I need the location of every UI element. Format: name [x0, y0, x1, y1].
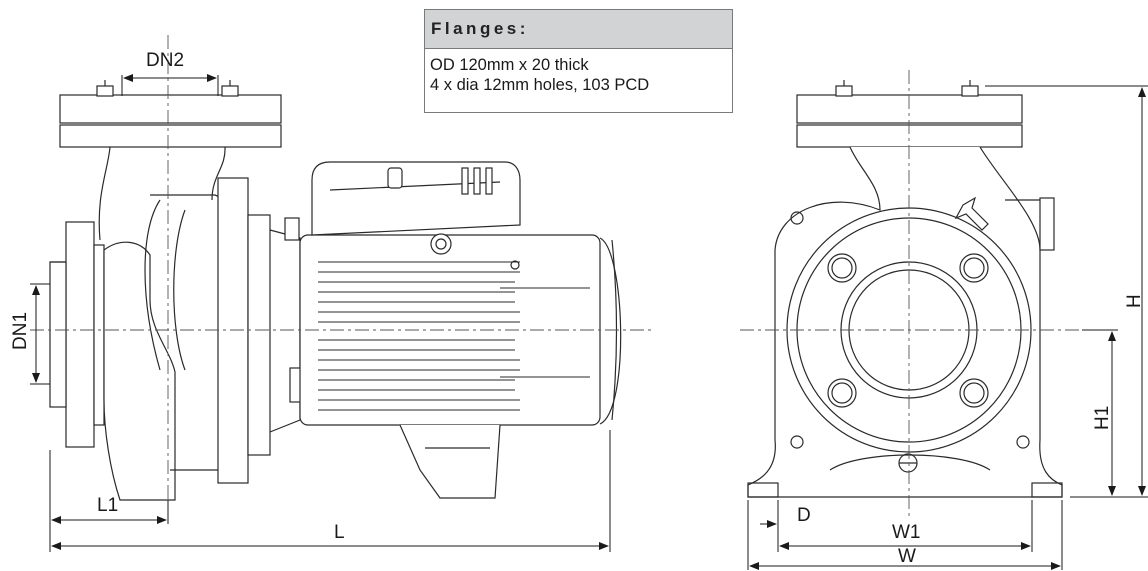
l1-label: L1: [97, 495, 118, 516]
h1-label: H1: [1092, 406, 1113, 430]
side-view: [30, 35, 655, 520]
l-label: L: [334, 522, 345, 543]
flanges-body: OD 120mm x 20 thick 4 x dia 12mm holes, …: [425, 49, 732, 95]
terminal-box: [311, 161, 521, 270]
front-dimensions: [747, 85, 1148, 570]
dn1-label: DN1: [10, 312, 31, 350]
flanges-title: Flanges:: [425, 10, 732, 49]
flanges-info-box: Flanges: OD 120mm x 20 thick 4 x dia 12m…: [424, 9, 733, 113]
w1-label: W1: [892, 522, 921, 543]
flanges-line-od: OD 120mm x 20 thick: [430, 56, 589, 74]
discharge-flange: [59, 80, 282, 148]
flange-bolt-holes: [827, 253, 989, 408]
front-view: [740, 70, 1085, 520]
flanges-line-holes: 4 x dia 12mm holes, 103 PCD: [430, 76, 650, 94]
side-dimensions: [30, 74, 611, 552]
d-label: D: [797, 505, 811, 526]
w-label: W: [898, 546, 916, 567]
dn2-label: DN2: [146, 50, 184, 71]
suction-flange: [49, 221, 105, 448]
h-label: H: [1124, 294, 1145, 308]
